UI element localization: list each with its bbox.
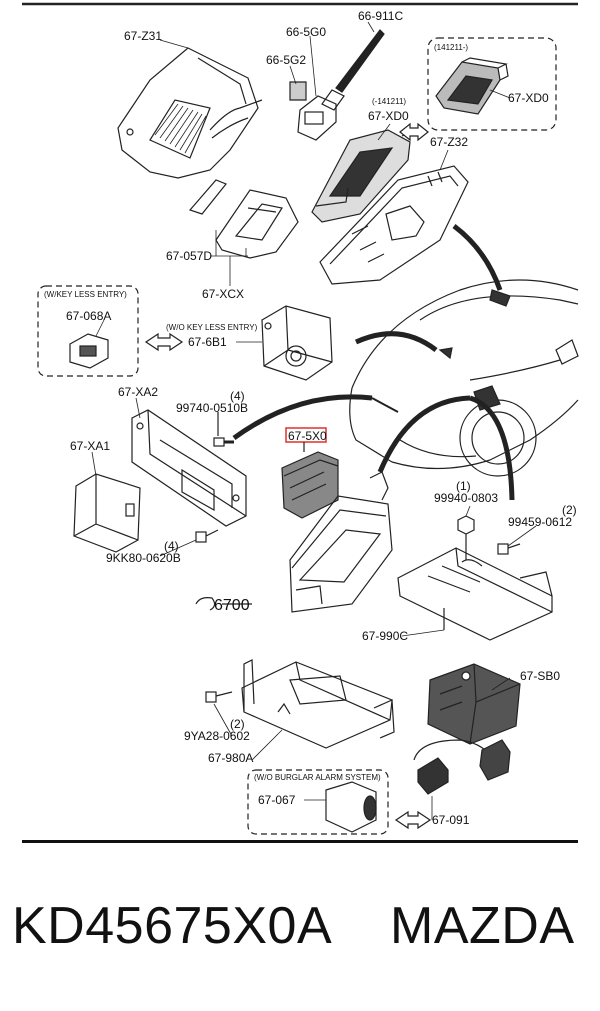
bolt-99459-drawing	[497, 543, 521, 555]
connector-068a-drawing	[69, 333, 109, 369]
label-67-990c: 67-990C	[362, 629, 408, 643]
label-67-xd0-right: 67-XD0	[508, 91, 549, 105]
overhead-panel-z32-drawing	[319, 165, 469, 285]
parts-diagram: 67-Z31 66-911C 66-5G0 66-5G2 (141211-) (…	[22, 2, 579, 835]
module-5x0-drawing	[281, 451, 339, 519]
label-67-sb0: 67-SB0	[520, 669, 560, 683]
part-number: KD45675X0A	[12, 897, 333, 955]
overhead-console-cover-drawing	[117, 47, 263, 179]
brand-name: MAZDA	[390, 897, 575, 955]
label-67-z31: 67-Z31	[124, 29, 162, 43]
unit-6700-drawing	[289, 471, 393, 613]
label-qty-4-bottom: (4)	[164, 539, 179, 553]
bolt-9ya28-drawing	[205, 691, 233, 703]
label-99740-0510b: 99740-0510B	[176, 401, 248, 415]
label-67-5x0: 67-5X0	[288, 429, 327, 443]
bolt-99740-drawing	[213, 412, 234, 447]
label-67-068a: 67-068A	[66, 309, 111, 323]
label-67-6b1: 67-6B1	[188, 335, 227, 349]
label-67-067: 67-067	[258, 793, 296, 807]
bracket-xa2-drawing	[131, 409, 247, 527]
vehicle-front-drawing	[349, 279, 579, 477]
bracket-057d-drawing	[188, 179, 299, 259]
bracket-990c-drawing	[397, 547, 553, 641]
siren-sb0-drawing	[427, 663, 521, 745]
xd0-module-center-drawing	[311, 127, 419, 223]
key-fob-drawing	[289, 29, 385, 141]
label-66-911c: 66-911C	[358, 9, 403, 23]
label-67-xa1: 67-XA1	[70, 439, 110, 453]
connector-067-drawing	[325, 781, 377, 833]
label-note-141211-from: (141211-)	[434, 43, 468, 52]
divider-line	[22, 840, 578, 843]
label-without-burglar-alarm: (W/O BURGLAR ALARM SYSTEM)	[254, 773, 381, 782]
label-without-keyless-entry: (W/O KEY LESS ENTRY)	[166, 323, 258, 332]
caption: KD45675X0A MAZDA	[0, 896, 600, 976]
xd0-module-right-drawing	[435, 57, 509, 115]
label-9ya28-0602: 9YA28-0602	[184, 729, 250, 743]
label-67-980a: 67-980A	[208, 751, 253, 765]
label-66-5g2: 66-5G2	[266, 53, 306, 67]
nut-99940-drawing	[457, 515, 475, 560]
label-67-057d: 67-057D	[166, 249, 212, 263]
label-67-xa2: 67-XA2	[118, 385, 158, 399]
label-note-141211-to: (-141211)	[372, 97, 406, 106]
module-6b1-drawing	[261, 305, 333, 381]
label-qty-1: (1)	[456, 479, 471, 493]
module-xa1-drawing	[73, 473, 141, 553]
label-67-z32: 67-Z32	[430, 135, 468, 149]
label-qty-2-bottom: (2)	[230, 717, 245, 731]
label-99459-0612: 99459-0612	[508, 515, 572, 529]
label-qty-2-right: (2)	[562, 503, 577, 517]
label-with-keyless-entry: (W/KEY LESS ENTRY)	[44, 290, 127, 299]
label-67-091: 67-091	[432, 813, 470, 827]
label-67-xd0-center: 67-XD0	[368, 109, 409, 123]
label-67-xcx: 67-XCX	[202, 287, 244, 301]
label-66-5g0: 66-5G0	[286, 25, 326, 39]
label-qty-4-top: (4)	[230, 389, 245, 403]
label-99940-0803: 99940-0803	[434, 491, 498, 505]
harness-091-drawing	[413, 739, 511, 795]
label-6700: 6700	[214, 597, 250, 614]
label-9kk80-0620b: 9KK80-0620B	[106, 551, 181, 565]
bolt-9kk80-drawing	[195, 529, 219, 543]
tray-980a-drawing	[241, 659, 395, 749]
